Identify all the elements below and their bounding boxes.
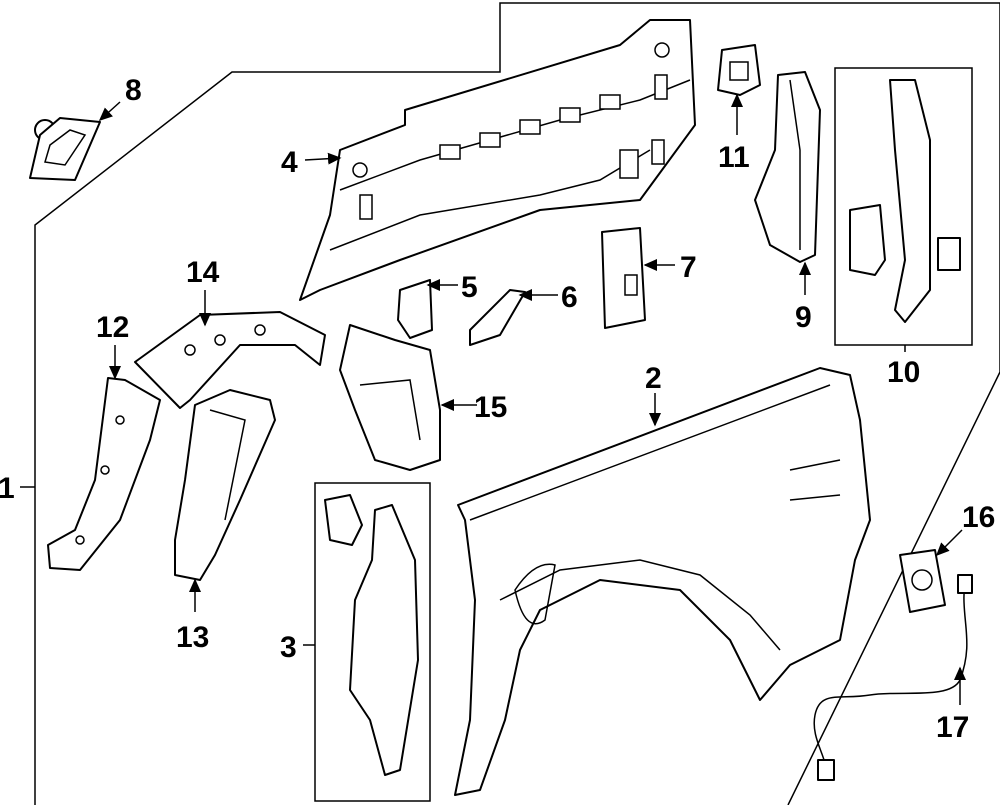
part-9-pillar bbox=[754, 71, 821, 263]
callout-12: 12 bbox=[96, 311, 129, 344]
callout-7: 7 bbox=[680, 251, 697, 284]
assembly-outline bbox=[34, 2, 1000, 805]
part-10-assembly bbox=[849, 79, 961, 323]
part-7-bracket bbox=[601, 227, 646, 329]
callout-2: 2 bbox=[645, 362, 662, 395]
callout-15: 15 bbox=[474, 391, 507, 424]
callout-1: 1 bbox=[0, 472, 15, 505]
callout-13: 13 bbox=[176, 621, 209, 654]
callout-16: 16 bbox=[962, 501, 995, 534]
part-3-inner-panel bbox=[324, 494, 419, 776]
part-17-wiring-harness bbox=[813, 574, 973, 781]
part-6-bracket bbox=[469, 289, 526, 346]
callout-3: 3 bbox=[280, 631, 297, 664]
part-2-bedside-outer bbox=[454, 367, 871, 796]
leader-8 bbox=[98, 101, 121, 122]
part-15-wheelhouse-panel bbox=[339, 324, 441, 471]
callout-9: 9 bbox=[795, 301, 812, 334]
callout-4: 4 bbox=[281, 146, 298, 179]
callout-6: 6 bbox=[561, 281, 578, 314]
callout-14: 14 bbox=[186, 256, 220, 289]
part-8-bracket bbox=[29, 117, 101, 181]
callout-11: 11 bbox=[718, 141, 750, 174]
part-14-wheelhouse-inner bbox=[134, 311, 326, 409]
leader-4 bbox=[304, 152, 342, 165]
part-11-bracket bbox=[717, 44, 761, 96]
part-13-reinforcement bbox=[174, 389, 276, 581]
callout-5: 5 bbox=[461, 271, 478, 304]
part-16-connector bbox=[899, 549, 946, 613]
group-box-3 bbox=[314, 482, 431, 802]
leader-16 bbox=[935, 529, 963, 557]
callout-10: 10 bbox=[887, 356, 920, 389]
callout-17: 17 bbox=[936, 711, 969, 744]
group-box-10 bbox=[834, 67, 973, 346]
part-4-front-bed-panel bbox=[299, 19, 696, 301]
callout-8: 8 bbox=[125, 74, 142, 107]
part-5-bracket bbox=[397, 279, 433, 339]
part-12-brace bbox=[47, 377, 161, 571]
